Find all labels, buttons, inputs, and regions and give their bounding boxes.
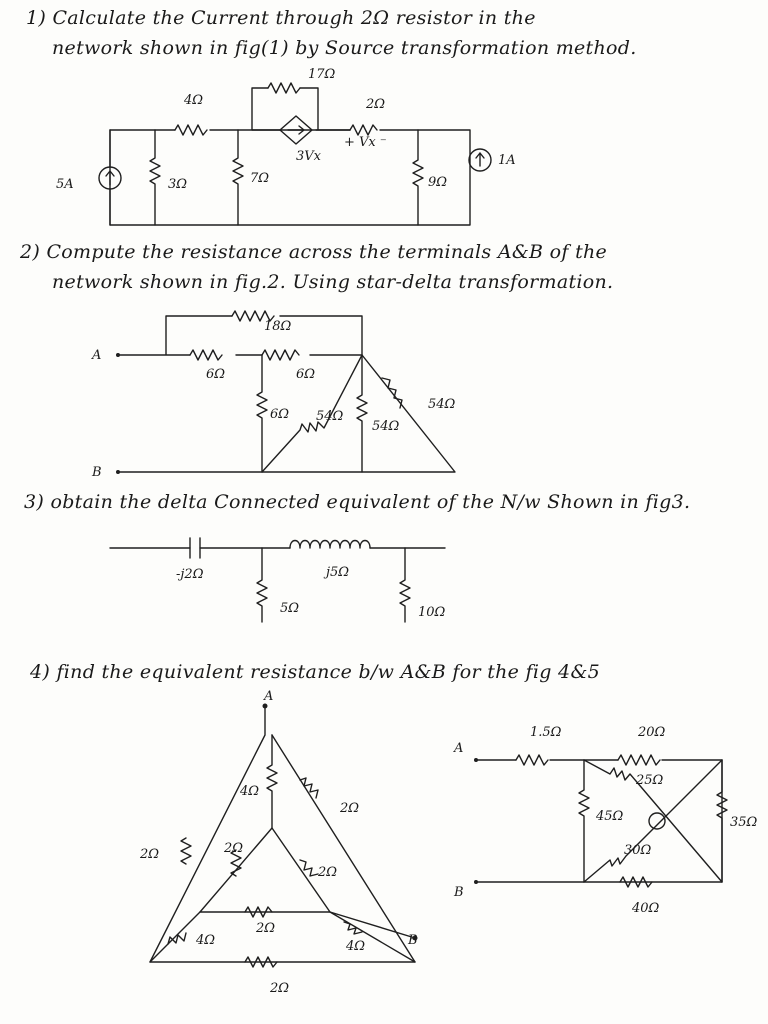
resistor-54-ohm-a <box>261 354 363 473</box>
question-4-line-1: 4) find the equivalent resistance b/w A&… <box>30 660 600 684</box>
label-2-ohm-c: 2Ω <box>223 841 243 856</box>
label-4-ohm-a: 4Ω <box>239 784 259 799</box>
label-2-ohm: 2Ω <box>365 97 385 112</box>
label-45-ohm: 45Ω <box>595 809 624 824</box>
label-3-ohm: 3Ω <box>168 177 187 192</box>
label-25-ohm: 25Ω <box>635 773 664 788</box>
resistor-5-ohm <box>256 547 268 623</box>
question-1-number: 1) <box>26 7 47 29</box>
figure-3-circuit: -j2Ω j5Ω 5Ω 10Ω <box>109 537 446 623</box>
resistor-2-ohm-inner-bottom <box>244 906 273 918</box>
label-7-ohm: 7Ω <box>250 171 269 186</box>
resistor-1-5-ohm <box>515 754 549 766</box>
label-3vx: 3Vx <box>296 149 322 164</box>
resistor-30-ohm <box>583 759 723 883</box>
label-2-ohm-d: 2Ω <box>317 865 337 880</box>
resistor-6-ohm-b <box>261 349 300 361</box>
resistor-10-ohm <box>399 547 411 623</box>
resistor-9-ohm <box>412 129 424 226</box>
resistor-3-ohm <box>149 129 161 226</box>
label-9-ohm: 9Ω <box>428 175 447 190</box>
label-2-ohm-f: 2Ω <box>269 981 289 996</box>
resistor-4-ohm-bottom-right <box>343 921 363 935</box>
terminal-a-fig4: A <box>263 689 273 704</box>
question-3-line-1: 3) obtain the delta Connected equivalent… <box>24 490 690 514</box>
resistor-20-ohm <box>617 754 661 766</box>
label-30-ohm: 30Ω <box>624 843 652 858</box>
question-2-text: Compute the resistance across the termin… <box>46 241 608 263</box>
label-ind-j5: j5Ω <box>323 565 349 580</box>
resistor-40-ohm <box>619 876 653 888</box>
resistor-6-ohm-c <box>256 354 268 473</box>
label-4-ohm: 4Ω <box>183 93 203 108</box>
label-4-ohm-b: 4Ω <box>195 933 215 948</box>
label-35-ohm: 35Ω <box>730 815 758 830</box>
label-10-ohm: 10Ω <box>418 605 446 620</box>
label-1-5-ohm: 1.5Ω <box>530 725 562 740</box>
label-2-ohm-e: 2Ω <box>255 921 275 936</box>
label-54-ohm-a: 54Ω <box>316 409 344 424</box>
resistor-4-ohm <box>174 124 208 136</box>
label-vx: + Vx ⁻ <box>344 135 387 150</box>
question-1-line-2: network shown in fig(1) by Source transf… <box>52 37 637 59</box>
question-1-line-1: 1) Calculate the Current through 2Ω resi… <box>26 6 536 30</box>
resistor-4-ohm-top <box>266 734 278 829</box>
question-2-number: 2) <box>20 241 41 263</box>
label-2-ohm-a: 2Ω <box>339 801 359 816</box>
current-source-1a <box>468 148 492 172</box>
resistor-2-ohm-inner-left <box>230 849 242 877</box>
resistor-25-ohm <box>583 759 723 883</box>
label-54-ohm-c: 54Ω <box>372 419 400 434</box>
question-2-line-1: 2) Compute the resistance across the ter… <box>20 240 607 264</box>
dependent-source-diamond <box>279 115 313 145</box>
label-1a: 1A <box>498 153 516 168</box>
label-5-ohm: 5Ω <box>280 601 299 616</box>
figure-1-circuit: 4Ω 17Ω 2Ω 5A 3Ω 7Ω 3Vx + Vx ⁻ 9Ω 1A <box>56 67 516 226</box>
capacitor-j2 <box>189 537 201 559</box>
resistor-2-ohm-bottom <box>244 956 278 968</box>
question-3-text: obtain the delta Connected equivalent of… <box>50 491 691 513</box>
resistor-17-ohm <box>267 82 301 94</box>
label-54-ohm-b: 54Ω <box>428 397 456 412</box>
terminal-a-fig2: A <box>91 348 101 363</box>
terminal-b-fig2: B <box>91 465 102 480</box>
question-3-number: 3) <box>24 491 45 513</box>
terminal-b-fig4: B <box>407 933 418 948</box>
figure-5-circuit: A B 1.5Ω 20Ω 25Ω 45Ω 30Ω 35Ω 40Ω <box>453 725 758 916</box>
question-2-line-2: network shown in fig.2. Using star-delta… <box>52 271 614 293</box>
resistor-54-ohm-b <box>381 377 403 409</box>
resistor-7-ohm <box>232 129 244 226</box>
label-4-ohm-c: 4Ω <box>345 939 365 954</box>
resistor-18-ohm <box>231 310 275 322</box>
resistor-45-ohm <box>578 759 590 883</box>
resistor-54-ohm-c <box>356 354 368 473</box>
label-5a: 5A <box>56 177 74 192</box>
resistor-2-ohm-left <box>180 837 192 865</box>
resistor-4-ohm-bottom-left <box>167 932 187 945</box>
resistor-2-ohm-right <box>299 777 319 799</box>
question-4-text: find the equivalent resistance b/w A&B f… <box>56 661 601 683</box>
label-6-ohm-b: 6Ω <box>296 367 315 382</box>
label-40-ohm: 40Ω <box>631 901 660 916</box>
label-17-ohm: 17Ω <box>308 67 336 82</box>
terminal-b-fig5: B <box>453 885 464 900</box>
label-6-ohm-a: 6Ω <box>206 367 225 382</box>
question-4-number: 4) <box>30 661 51 683</box>
resistor-2-ohm-inner-right <box>299 859 319 877</box>
label-cap-j2: -j2Ω <box>176 567 204 582</box>
terminal-a-fig5: A <box>453 741 463 756</box>
label-18-ohm: 18Ω <box>264 319 292 334</box>
label-6-ohm-c: 6Ω <box>270 407 289 422</box>
label-2-ohm-b: 2Ω <box>139 847 159 862</box>
label-20-ohm: 20Ω <box>637 725 666 740</box>
resistor-6-ohm-a <box>189 349 223 361</box>
inductor-j5 <box>289 539 371 549</box>
resistor-35-ohm <box>716 759 728 883</box>
resistor-2-ohm <box>349 124 378 136</box>
figure-2-circuit: A B 18Ω 6Ω 6Ω 6Ω 54Ω 54Ω 54Ω <box>91 310 456 480</box>
question-1-text: Calculate the Current through 2Ω resisto… <box>52 7 536 29</box>
figure-4-circuit: A B 4Ω 2Ω 2Ω 2Ω 2Ω 4Ω 2Ω 4Ω 2Ω <box>139 689 418 996</box>
